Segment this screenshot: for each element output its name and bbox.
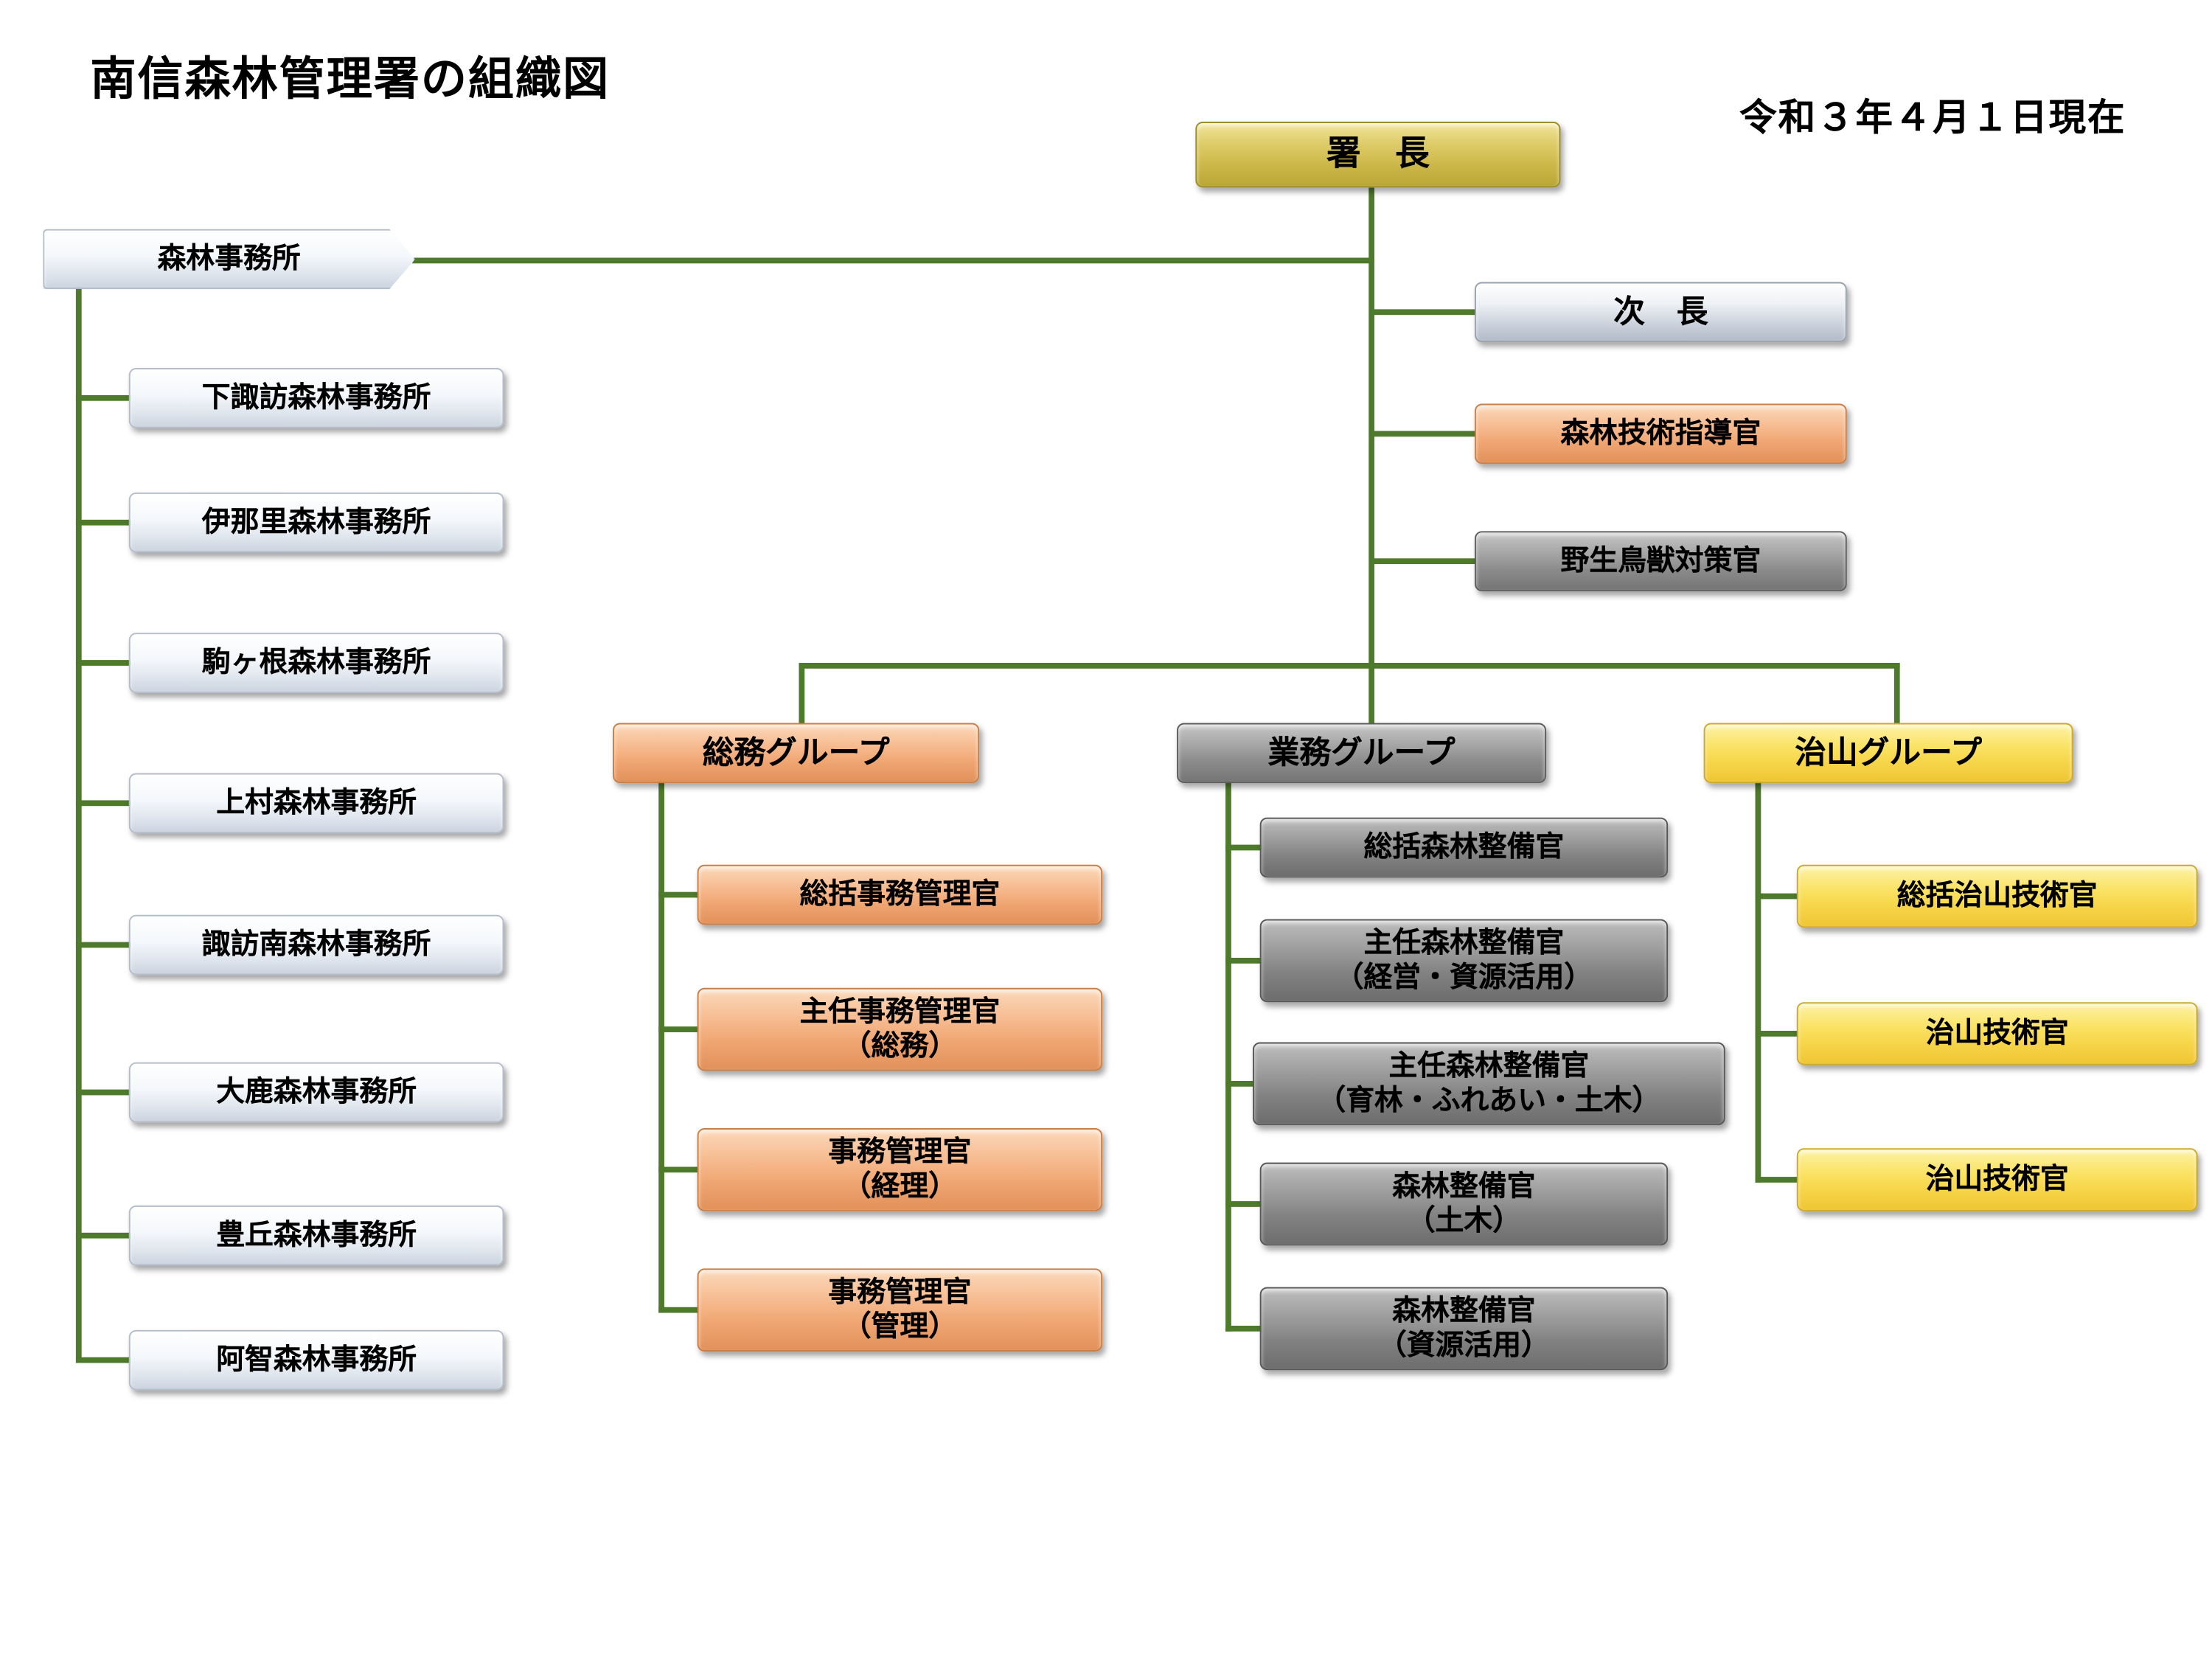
connector-deputy-stub	[1371, 309, 1478, 316]
node-field-office: 大鹿森林事務所	[128, 1062, 504, 1123]
connector-gyomu-spine	[1225, 780, 1231, 1332]
connector-field-office-stub	[75, 1089, 132, 1096]
group-item-somu: 主任事務管理官 （総務）	[697, 987, 1103, 1071]
group-item-chisan: 治山技術官	[1796, 1148, 2198, 1211]
connector-somu-drop	[799, 663, 805, 726]
connector-somu-stub	[658, 1026, 700, 1032]
group-header-gyomu: 業務グループ	[1177, 723, 1547, 784]
group-item-gyomu: 総括森林整備官	[1259, 817, 1669, 878]
group-item-somu: 事務管理官 （管理）	[697, 1268, 1103, 1352]
connector-chisan-stub	[1755, 1031, 1800, 1037]
group-header-chisan: 治山グループ	[1703, 723, 2073, 784]
group-item-gyomu: 森林整備官 （土木）	[1259, 1162, 1669, 1246]
connector-chisan-stub	[1755, 1177, 1800, 1183]
node-forest-tech-advisor: 森林技術指導官	[1474, 403, 1847, 465]
connector-somu-stub	[658, 1307, 700, 1313]
group-item-gyomu: 森林整備官 （資源活用）	[1259, 1287, 1669, 1371]
group-header-somu: 総務グループ	[613, 723, 980, 784]
connector-somu-stub	[658, 1166, 700, 1173]
connector-somu-spine	[658, 780, 664, 1313]
connector-field-office-stub	[75, 800, 132, 807]
group-item-chisan: 治山技術官	[1796, 1002, 2198, 1065]
node-deputy: 次 長	[1474, 282, 1847, 343]
node-field-office: 阿智森林事務所	[128, 1329, 504, 1391]
connector-chisan-spine	[1755, 780, 1761, 1183]
node-director: 署 長	[1195, 122, 1561, 188]
connector-field-office-stub	[75, 1232, 132, 1239]
connector-field-office-stub	[75, 394, 132, 401]
connector-somu-stub	[658, 891, 700, 898]
node-field-office: 上村森林事務所	[128, 773, 504, 834]
connector-field-office-stub	[75, 942, 132, 948]
node-forest-office-header: 森林事務所	[43, 229, 415, 290]
node-field-office: 下諏訪森林事務所	[128, 368, 504, 428]
node-wildlife-officer: 野生鳥獣対策官	[1474, 531, 1847, 591]
group-item-somu: 総括事務管理官	[697, 864, 1103, 925]
connector-wildlife-stub	[1371, 558, 1478, 565]
connector-gyomu-stub	[1225, 844, 1263, 851]
connector-gyomu-stub	[1225, 1326, 1263, 1332]
page-title: 南信森林管理署の組織図	[90, 52, 611, 105]
connector-forest-office-horizontal	[412, 257, 1375, 264]
node-field-office: 伊那里森林事務所	[128, 492, 504, 553]
node-field-office: 豊丘森林事務所	[128, 1205, 504, 1266]
node-field-office: 駒ヶ根森林事務所	[128, 633, 504, 693]
group-item-gyomu: 主任森林整備官 （経営・資源活用）	[1259, 919, 1669, 1003]
connector-forest-office-spine	[75, 286, 82, 1363]
connector-chisan-drop	[1893, 663, 1900, 726]
connector-director-trunk	[1368, 187, 1375, 726]
group-item-gyomu: 主任森林整備官 （育林・ふれあい・土木）	[1252, 1042, 1725, 1126]
connector-tech-advisor-stub	[1371, 431, 1478, 437]
connector-groups-horizontal	[799, 663, 1900, 669]
connector-chisan-stub	[1755, 893, 1800, 900]
group-item-chisan: 総括治山技術官	[1796, 864, 2198, 928]
node-field-office: 諏訪南森林事務所	[128, 914, 504, 975]
connector-field-office-stub	[75, 1357, 132, 1363]
connector-gyomu-stub	[1225, 1201, 1263, 1207]
as-of-date: 令和３年４月１日現在	[1739, 96, 2126, 139]
connector-gyomu-stub	[1225, 957, 1263, 964]
group-item-somu: 事務管理官 （経理）	[697, 1128, 1103, 1211]
connector-field-office-stub	[75, 519, 132, 526]
connector-field-office-stub	[75, 660, 132, 666]
connector-gyomu-stub	[1225, 1080, 1263, 1087]
